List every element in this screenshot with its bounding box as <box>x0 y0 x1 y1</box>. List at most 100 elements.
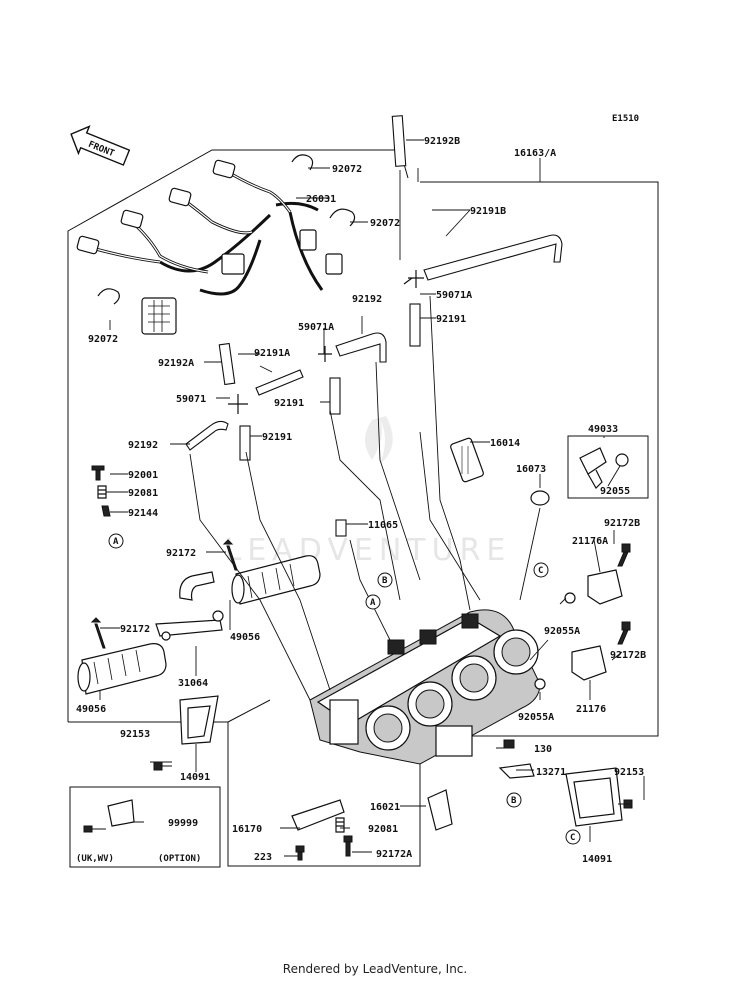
bracket-99999 <box>107 799 135 827</box>
screw-223 <box>295 845 305 861</box>
adjuster-16170 <box>291 799 345 831</box>
screw-92001 <box>91 465 105 481</box>
hose-92191A <box>255 369 304 396</box>
label-14091-right: 14091 <box>582 854 612 865</box>
label-92172B-top: 92172B <box>604 518 640 529</box>
fuel-rail-upper <box>231 555 321 605</box>
part-11065 <box>335 519 347 537</box>
label-49033: 49033 <box>588 424 618 435</box>
label-92191-top: 92191 <box>436 314 466 325</box>
label-14091-left: 14091 <box>180 772 210 783</box>
label-92191B: 92191B <box>470 206 506 217</box>
oring-31064-b <box>161 631 171 641</box>
label-92081-a: 92081 <box>128 488 158 499</box>
screw-16014-group <box>450 437 484 483</box>
spring-16021 <box>427 789 453 831</box>
clamp-92072-a <box>291 154 314 171</box>
hose-92191-low <box>239 425 251 461</box>
footer-credit: Rendered by LeadVenture, Inc. <box>282 962 468 976</box>
label-31064: 31064 <box>178 678 208 689</box>
label-21176A: 21176A <box>572 536 608 547</box>
label-92191A: 92191A <box>254 348 290 359</box>
clamp-92072-c <box>97 288 120 305</box>
screw-99999 <box>83 825 106 833</box>
screw-92172B-top <box>617 543 631 567</box>
label-11065: 11065 <box>368 520 398 531</box>
label-92072-a: 92072 <box>332 164 362 175</box>
bushing-16073 <box>530 490 550 506</box>
hose-92192-low <box>185 420 229 451</box>
fitting-59071A-mid <box>318 346 332 362</box>
label-223: 223 <box>254 852 272 863</box>
label-59071A-top: 59071A <box>436 290 472 301</box>
sensor-49033 <box>579 447 607 489</box>
option-box <box>69 786 221 868</box>
part-labels: 92192B 16163/A 92072 26031 92072 92191B … <box>76 136 646 865</box>
screw-92153-left <box>153 761 172 771</box>
front-arrow-icon: FRONT <box>70 125 131 166</box>
spring-92081-a <box>97 485 107 499</box>
label-92192B: 92192B <box>424 136 460 147</box>
sensor-21176 <box>571 645 607 681</box>
svg-text:B: B <box>382 576 388 586</box>
label-92001: 92001 <box>128 470 158 481</box>
callout-B-bottom: B <box>506 792 522 808</box>
bracket-13271 <box>498 763 535 779</box>
gasket-14091-left <box>179 695 219 745</box>
screw-92172A <box>343 835 353 857</box>
label-92153-left: 92153 <box>120 729 150 740</box>
label-92192-low: 92192 <box>128 440 158 451</box>
svg-text:A: A <box>370 598 376 608</box>
injector-plug-4 <box>76 235 100 255</box>
option-label: (OPTION) <box>158 854 201 864</box>
svg-text:C: C <box>570 833 575 843</box>
callout-B-mid: B <box>377 572 393 588</box>
label-26031: 26031 <box>306 194 336 205</box>
sensor-plug-1 <box>299 229 317 251</box>
bolt-130 <box>503 739 515 749</box>
label-92144: 92144 <box>128 508 158 519</box>
hose-92192B <box>391 115 407 167</box>
screw-92172B-bot <box>617 621 631 645</box>
fuel-rail-lower <box>77 643 167 695</box>
oring-31064 <box>212 610 224 622</box>
screw-92153-right <box>618 799 633 809</box>
label-92055: 92055 <box>600 486 630 497</box>
svg-text:C: C <box>538 566 543 576</box>
label-92153-right: 92153 <box>614 767 644 778</box>
label-92191-mid: 92191 <box>274 398 304 409</box>
label-21176: 21176 <box>576 704 606 715</box>
label-16073: 16073 <box>516 464 546 475</box>
callout-C-mid: C <box>533 562 549 578</box>
sensor-plug-2 <box>325 253 343 275</box>
throttle-linkage <box>329 699 359 745</box>
label-92172A: 92172A <box>376 849 412 860</box>
label-92172-a: 92172 <box>166 548 196 559</box>
oring-92055 <box>615 453 629 467</box>
screw-92144 <box>101 505 111 517</box>
label-16021: 16021 <box>370 802 400 813</box>
injector-plug-3 <box>120 209 144 229</box>
harness-connector <box>221 253 245 275</box>
label-92191-low: 92191 <box>262 432 292 443</box>
diagram-code: E1510 <box>612 114 639 124</box>
label-92192-mid: 92192 <box>352 294 382 305</box>
oring-92055A-top <box>564 592 576 604</box>
label-59071A-mid: 59071A <box>298 322 334 333</box>
option-note: (UK,WV) <box>76 854 114 864</box>
hose-92191-mid <box>329 377 341 415</box>
svg-text:B: B <box>511 796 517 806</box>
callout-A-left: A <box>108 533 124 549</box>
hose-92192A <box>218 342 236 386</box>
label-49056-low: 49056 <box>76 704 106 715</box>
label-130: 130 <box>534 744 552 755</box>
hose-92191B <box>423 234 563 281</box>
watermark: LEADVENTURE <box>225 416 505 568</box>
fitting-59071A-top <box>403 270 424 288</box>
injector-plug-2 <box>168 187 192 207</box>
label-92172B-bot: 92172B <box>610 650 646 661</box>
vacuum-hoses <box>185 115 563 537</box>
label-59071: 59071 <box>176 394 206 405</box>
label-13271: 13271 <box>536 767 566 778</box>
